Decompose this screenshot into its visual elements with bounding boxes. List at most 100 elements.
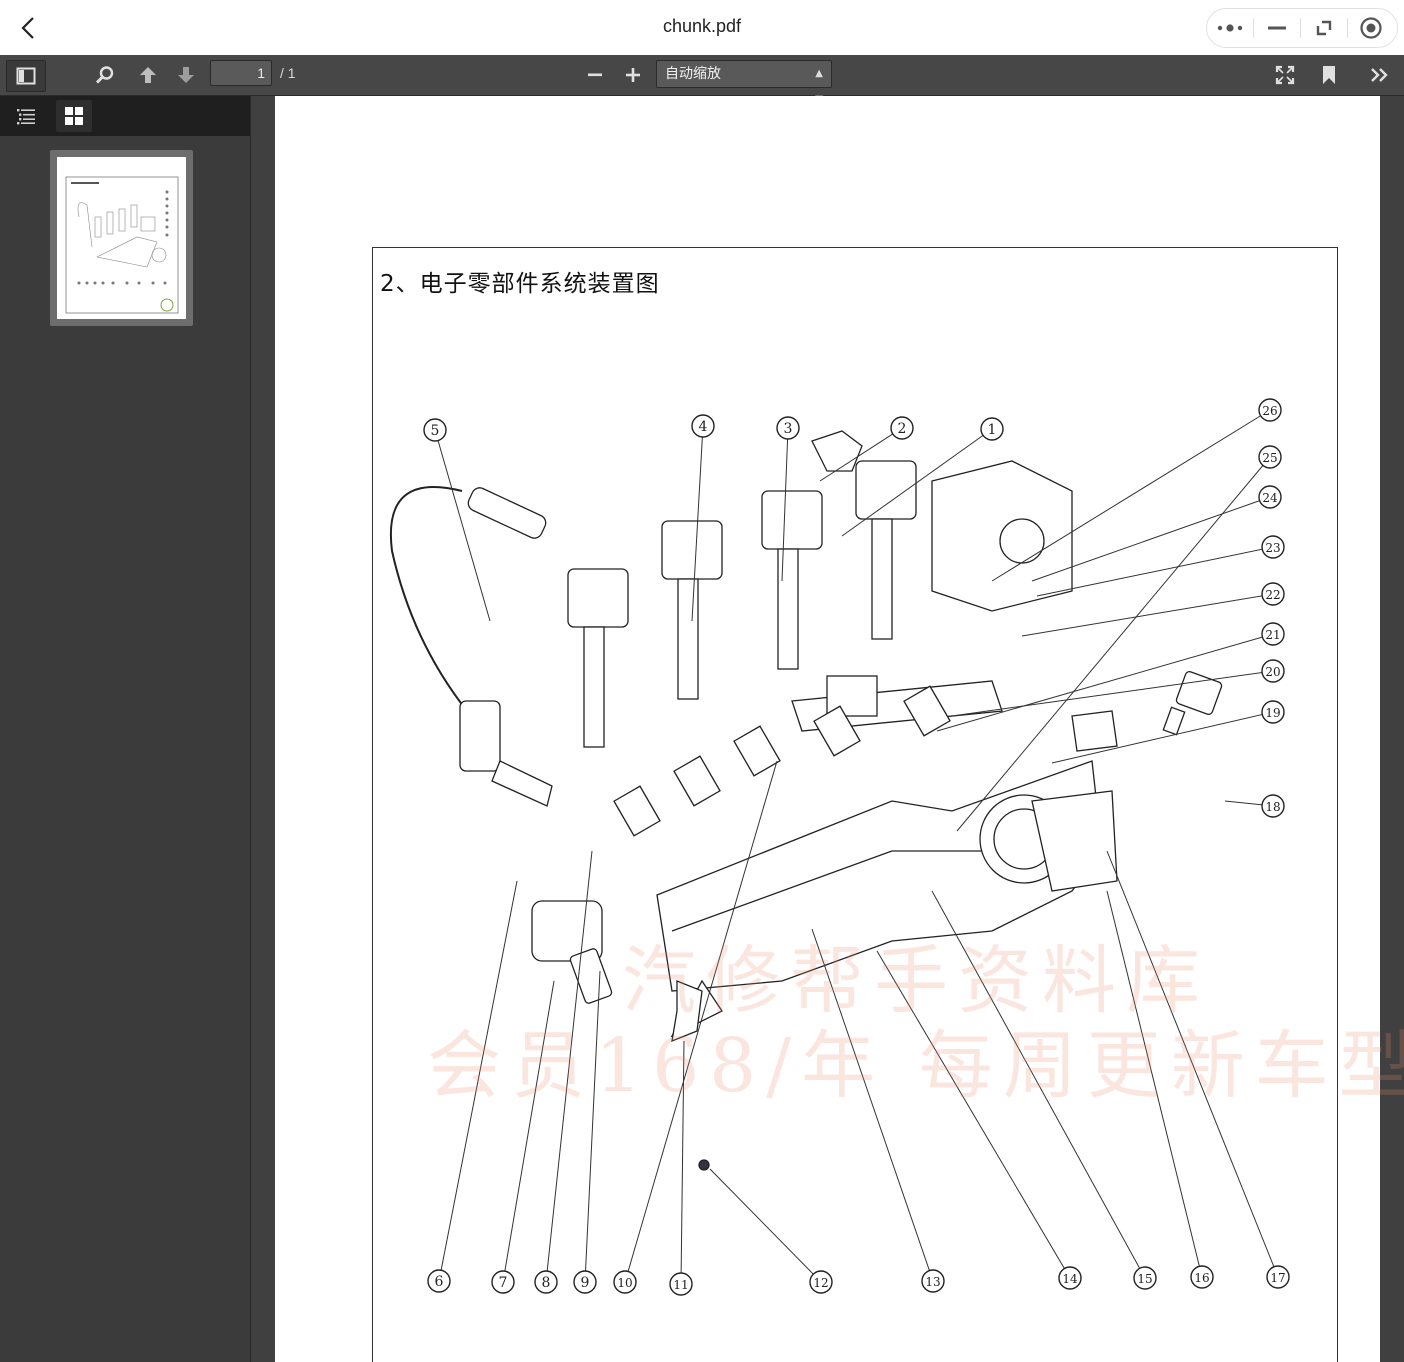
callout-label-19: 19 [1265,706,1280,720]
thumbnail-drawing [65,176,179,314]
leader-line-7 [502,980,555,1283]
callout-label-13: 13 [925,1275,940,1289]
watermark-line-1: 汽修帮手资料库 [622,938,1210,1024]
callout-circle-13 [921,1269,945,1293]
callout-circle-16 [1190,1265,1214,1289]
close-button[interactable] [1348,9,1394,47]
callout-label-10: 10 [617,1276,632,1290]
more-dots-icon [1217,24,1243,32]
minus-icon [588,73,602,77]
callout-circle-15 [1133,1266,1157,1290]
callout-circle-11 [669,1272,693,1296]
chevron-left-icon [21,17,34,39]
callout-label-16: 16 [1194,1271,1209,1285]
search-icon [95,66,114,84]
document-viewer[interactable]: 2、电子零部件系统装置图 汽修帮手资料库 会员168/年 每周更新车型 [251,96,1404,1362]
callout-circle-14 [1058,1266,1082,1290]
leader-line-21 [936,633,1274,732]
plus-icon [626,68,640,82]
callout-label-3: 3 [784,421,793,437]
tools-button[interactable] [1364,60,1396,90]
callout-label-7: 7 [499,1275,508,1291]
previous-page-button[interactable] [133,60,163,90]
parts-diagram: 汽修帮手资料库 会员168/年 每周更新车型 [372,291,1404,1362]
page-total-label: / 1 [280,65,296,81]
leader-line-2 [819,427,903,482]
zoom-select-value: 自动缩放 [665,66,721,82]
purge-valve [531,900,603,962]
window-title: chunk.pdf [662,16,742,36]
arrow-up-icon [140,67,156,83]
bookmark-icon [1323,66,1335,84]
leader-line-1 [841,428,993,537]
leader-line-3 [781,427,789,582]
leader-line-24 [1031,496,1271,582]
sidebar-toggle-button[interactable] [6,60,46,92]
diagram-frame [372,247,1338,1362]
callout-circle-12 [809,1270,833,1294]
title-bar: chunk.pdf [0,0,1404,56]
leader-line-11 [680,1040,685,1285]
leader-line-4 [691,425,704,622]
arrow-down-icon [178,67,194,83]
separator [1253,18,1254,38]
leader-line-13 [811,928,934,1282]
zoom-in-button[interactable] [618,60,648,90]
bracket [671,980,703,1043]
callout-circle-2 [890,416,914,440]
zoom-out-button[interactable] [580,60,610,90]
pdf-page: 2、电子零部件系统装置图 汽修帮手资料库 会员168/年 每周更新车型 [275,96,1404,1362]
more-button[interactable] [1207,9,1253,47]
thumbnails-tab[interactable] [56,100,92,132]
callout-label-17: 17 [1270,1271,1285,1285]
ignition-coil-2 [661,520,723,580]
bookmark-button[interactable] [1314,60,1344,90]
zoom-select[interactable]: 自动缩放 ▲▼ [656,60,832,105]
leader-line-9 [584,970,601,1283]
ignition-coil-1 [567,568,629,628]
callout-circle-21 [1261,622,1285,646]
leader-line-23 [1036,546,1274,597]
temperature-sensor [1175,671,1223,715]
callout-circle-7 [491,1270,515,1294]
callout-label-6: 6 [435,1274,444,1290]
callout-label-20: 20 [1265,665,1280,679]
oxygen-sensor-wire [389,486,468,712]
oxygen-sensor [467,487,547,539]
callout-circle-19 [1261,700,1285,724]
callout-label-2: 2 [898,421,907,437]
leader-line-15 [931,890,1146,1279]
sidebar-toggle-icon [16,67,36,85]
leader-line-5 [434,429,491,622]
next-page-button[interactable] [171,60,201,90]
page-number-input[interactable] [210,60,272,86]
search-button[interactable] [90,60,120,90]
callout-label-26: 26 [1262,404,1277,418]
restore-button[interactable] [1301,9,1347,47]
callout-label-12: 12 [813,1276,828,1290]
presentation-mode-button[interactable] [1270,60,1300,90]
callout-label-1: 1 [988,422,997,438]
minimize-icon [1268,26,1286,30]
leader-line-14 [876,950,1071,1279]
minimize-button[interactable] [1254,9,1300,47]
callout-circle-20 [1261,659,1285,683]
outline-tab[interactable] [8,100,44,132]
separator [1347,18,1348,38]
callout-label-4: 4 [699,419,708,435]
leader-line-12 [709,1168,822,1283]
leader-line-17 [1106,850,1279,1278]
fullscreen-icon [1275,65,1295,85]
callout-label-14: 14 [1062,1272,1078,1286]
callout-label-15: 15 [1137,1272,1152,1286]
callout-circle-17 [1266,1265,1290,1289]
callout-circle-24 [1258,485,1282,509]
callout-circle-4 [691,414,715,438]
callout-circle-9 [573,1270,597,1294]
leader-line-16 [1106,890,1203,1278]
callout-label-24: 24 [1262,491,1278,505]
page-thumbnail[interactable] [50,150,193,326]
back-button[interactable] [12,12,44,44]
callout-label-25: 25 [1262,451,1277,465]
